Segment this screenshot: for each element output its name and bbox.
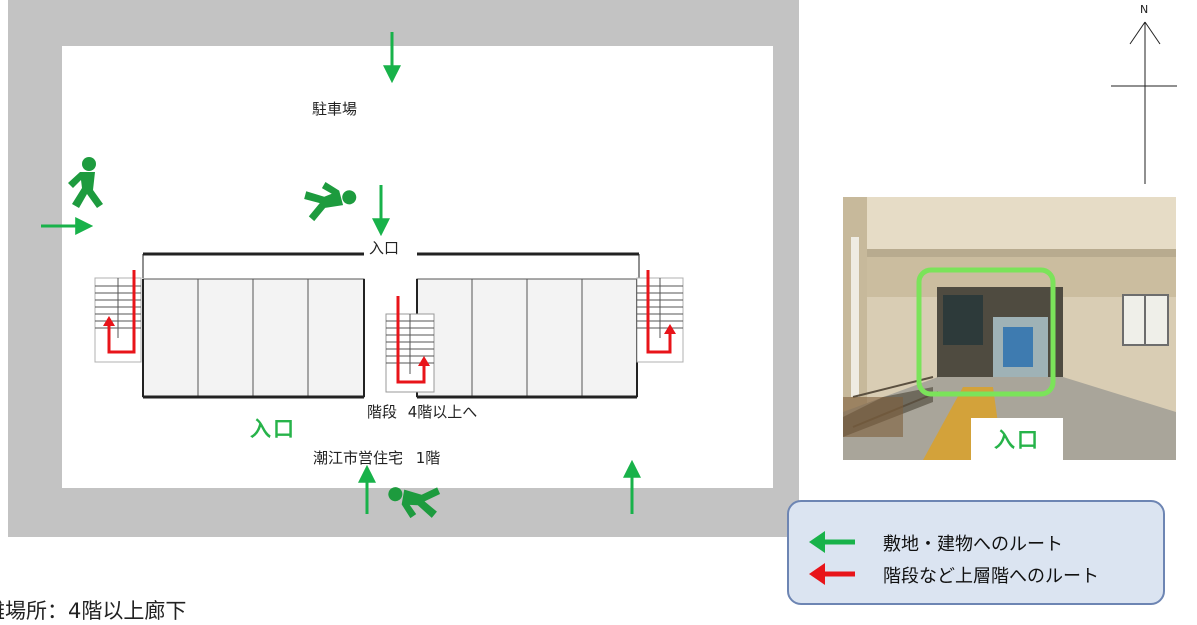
running-person-icon bbox=[384, 479, 442, 523]
stairs-center bbox=[385, 313, 435, 393]
parking-label: 駐車場 bbox=[312, 100, 358, 118]
north-label: N bbox=[1140, 3, 1149, 16]
running-person-icon bbox=[68, 157, 103, 208]
north-arrow-icon bbox=[1111, 21, 1177, 184]
photo-entrance-tag: 入口 bbox=[971, 418, 1063, 460]
evacuation-caption: 難場所：4階以上廊下 bbox=[0, 599, 187, 623]
legend-item-site-route: 敷地・建物へのルート bbox=[883, 534, 1063, 555]
building-label: 潮江市営住宅 1階 bbox=[313, 449, 441, 467]
stairs-right bbox=[636, 277, 684, 363]
entrance-top-label: 入口 bbox=[366, 237, 403, 258]
route-legend: 敷地・建物へのルート 階段など上層階へのルート bbox=[787, 500, 1165, 605]
site-ground bbox=[62, 46, 773, 488]
entrance-left-label: 入口 bbox=[250, 417, 296, 441]
stairs-label: 階段 4階以上へ bbox=[367, 403, 478, 421]
running-person-icon bbox=[301, 175, 360, 223]
legend-item-stairs-route: 階段など上層階へのルート bbox=[883, 566, 1099, 587]
photo-entrance-label: 入口 bbox=[994, 428, 1040, 452]
